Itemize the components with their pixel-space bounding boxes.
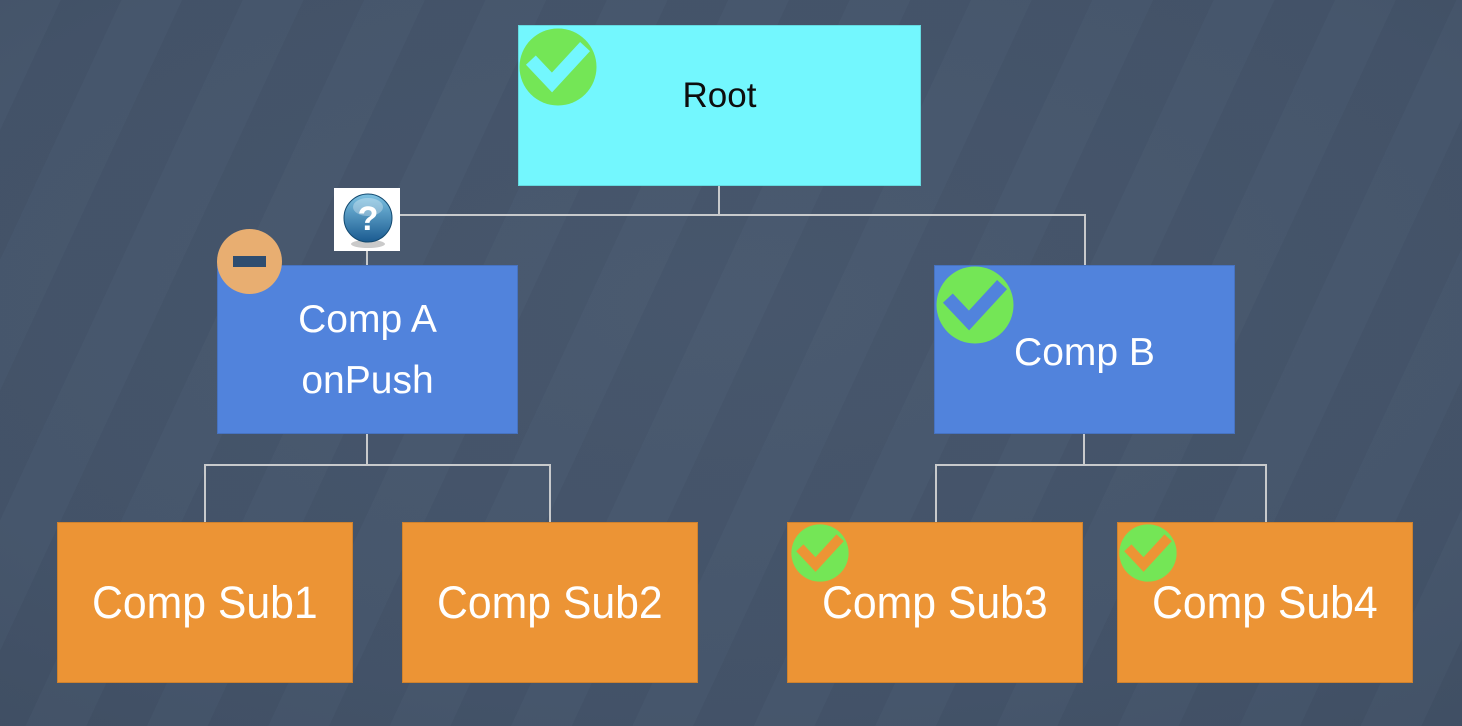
node-comp-sub3-label: Comp Sub3 xyxy=(822,576,1048,628)
check-icon xyxy=(791,524,849,582)
connector-to-comp-b xyxy=(1084,214,1086,265)
check-icon xyxy=(519,28,597,106)
node-comp-sub1: Comp Sub1 xyxy=(57,522,353,683)
svg-text:?: ? xyxy=(358,200,379,238)
node-comp-sub2-label: Comp Sub2 xyxy=(437,576,663,628)
connector-comp-b-rail xyxy=(935,464,1267,466)
node-comp-a: Comp A onPush xyxy=(217,265,518,434)
connector-to-sub3 xyxy=(935,464,937,522)
connector-comp-a-stem xyxy=(366,434,368,466)
node-root-label: Root xyxy=(682,75,757,115)
connector-to-sub4 xyxy=(1265,464,1267,522)
connector-to-sub2 xyxy=(549,464,551,522)
connector-comp-b-stem xyxy=(1083,434,1085,466)
question-icon: ? xyxy=(334,188,400,251)
node-comp-a-label: Comp A xyxy=(298,297,437,341)
node-comp-sub4-label: Comp Sub4 xyxy=(1152,576,1378,628)
node-comp-b-label: Comp B xyxy=(1014,331,1155,374)
connector-root-rail xyxy=(366,214,1086,216)
node-comp-sub1-label: Comp Sub1 xyxy=(92,576,318,628)
check-icon xyxy=(936,266,1014,344)
connector-comp-a-rail xyxy=(204,464,551,466)
minus-icon xyxy=(217,229,282,294)
connector-root-stem xyxy=(718,186,720,216)
node-comp-sub2: Comp Sub2 xyxy=(402,522,698,683)
check-icon xyxy=(1119,524,1177,582)
connector-to-sub1 xyxy=(204,464,206,522)
node-comp-a-sublabel: onPush xyxy=(301,358,434,402)
